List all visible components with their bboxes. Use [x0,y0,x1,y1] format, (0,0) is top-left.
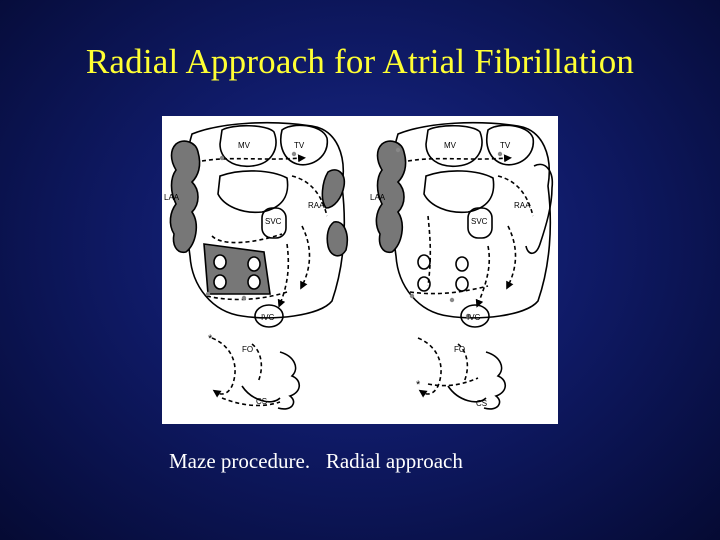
tricuspid-valve [280,124,328,166]
slide-title: Radial Approach for Atrial Fibrillation [85,42,635,81]
pulmonary-vein-isolation [203,243,271,295]
figure-caption: Maze procedure. Radial approach [169,449,463,473]
left-atrial-appendage [169,140,201,254]
maze-procedure-figure: MV TV LAA RAA SVC IVC FO CS * [162,116,558,424]
right-label-laa: LAA [370,193,386,202]
right-heart-panel [375,121,554,410]
left-label-fo: FO [242,345,253,354]
left-atrial-appendage [375,140,407,254]
ivc-vessel [254,304,284,328]
heart-diagram: MV TV LAA RAA SVC IVC FO CS * [164,121,554,410]
tricuspid-valve [486,124,534,166]
right-label-svc: SVC [471,217,488,226]
left-label-star: * [208,333,213,345]
left-label-ivc: IVC [261,313,275,322]
svc-vessel [467,207,493,239]
left-label-laa: LAA [164,193,180,202]
right-atrial-appendage [321,169,346,209]
right-label-ivc: IVC [467,313,481,322]
right-label-star: * [416,379,421,391]
left-heart-panel [169,121,349,410]
left-label-svc: SVC [265,217,282,226]
right-atrial-appendage [525,163,554,255]
right-label-fo: FO [454,345,465,354]
right-label-cs: CS [476,399,487,408]
right-label-raa: RAA [514,201,531,210]
left-label-raa: RAA [308,201,325,210]
left-label-tv: TV [294,141,305,150]
coronary-sinus-outline [483,351,507,410]
left-label-cs: CS [256,397,267,406]
ivc-vessel [460,304,490,328]
left-label-mv: MV [238,141,251,150]
right-label-mv: MV [444,141,457,150]
svc-vessel [261,207,287,239]
coronary-sinus-outline [277,351,301,410]
right-label-tv: TV [500,141,511,150]
